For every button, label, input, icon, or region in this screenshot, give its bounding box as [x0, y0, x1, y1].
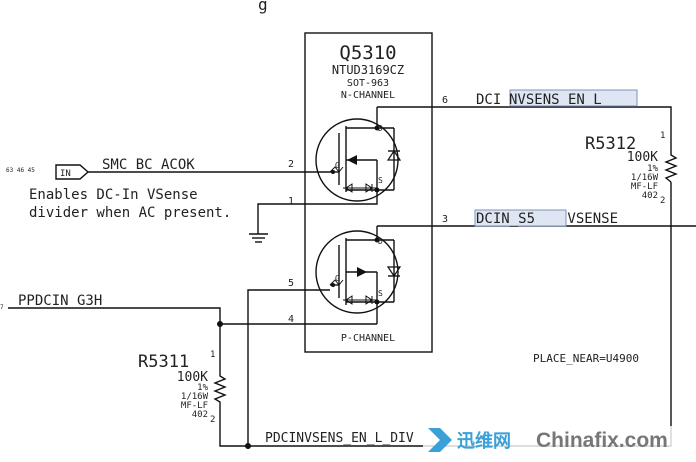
pmos-source-label: S [378, 289, 383, 298]
r5311-pin2: 2 [210, 415, 215, 425]
input-port: IN 63 46 45 [6, 164, 90, 180]
r5312-refdes: R5312 [585, 134, 636, 154]
comment-line-2: divider when AC present. [29, 205, 231, 221]
ic-nchannel-label: N-CHANNEL [341, 90, 395, 101]
net-ppdcin-g3h-label: PPDCIN_G3H [18, 293, 102, 309]
r5311-refdes: R5311 [138, 352, 189, 372]
ic-pchannel-label: P-CHANNEL [341, 333, 395, 344]
ic-body [304, 32, 433, 353]
r5312-type: MF-LF [631, 182, 658, 192]
resistor-r5311: R5311 1 100K 1% 1/16W MF-LF 402 2 [138, 350, 227, 425]
input-port-refs: 63 46 45 [6, 167, 35, 174]
net-pdcinvsens-div-label: PDCINVSENS_EN_L_DIV [265, 431, 414, 446]
ic-part-number: NTUD3169CZ [332, 63, 404, 77]
r5312-size: 402 [642, 191, 658, 201]
net-pmos-gate-wire [247, 289, 330, 446]
net-ppdcin-g3h-wire [8, 307, 221, 372]
net-highlight-dcinvsens [509, 89, 638, 107]
watermark-cn: 迅维网 [457, 430, 511, 452]
junction-r5311-top [217, 321, 223, 327]
r5311-power: 1/16W [181, 392, 209, 402]
net-dcinvsens-prefix: DCI [476, 92, 501, 108]
watermark-logo-icon [428, 428, 452, 452]
nmos-source-label: S [378, 176, 383, 185]
net-dcin-s5-suffix: VSENSE [559, 211, 618, 227]
gnd-wire [257, 190, 378, 234]
watermark-en: Chinafix.com [536, 429, 668, 452]
net-r5311-bottom-wire [219, 406, 248, 447]
nmos-symbol: D G S [315, 112, 402, 202]
ic-package: SOT-963 [347, 78, 389, 89]
pin-4-label: 4 [288, 314, 294, 325]
r5312-tolerance: 1% [647, 164, 658, 174]
pin-3-label: 3 [442, 214, 448, 225]
net-dcinvsens-en-l-wire [432, 106, 672, 152]
comment-line-1: Enables DC-In VSense [29, 187, 198, 203]
input-port-label: IN [60, 169, 71, 179]
r5311-pin1: 1 [210, 350, 215, 360]
net-smc-bc-acok-label: SMC_BC_ACOK [102, 157, 195, 173]
pmos-drain-label: D [378, 237, 383, 246]
left-port-ref: 7 [0, 304, 4, 311]
place-near-note: PLACE_NEAR=U4900 [533, 352, 639, 365]
pin-1-label: 1 [288, 196, 294, 207]
nmos-drain-label: D [378, 124, 383, 133]
pin-2-label: 2 [288, 159, 294, 170]
r5312-pin1: 1 [660, 131, 665, 141]
r5312-power: 1/16W [631, 173, 659, 183]
pmos-gate-label: G [335, 274, 340, 283]
r5311-size: 402 [192, 410, 208, 420]
net-dcinvsens-highlight: NVSENS_EN_L [509, 92, 602, 108]
watermark: 迅维网 Chinafix.com [423, 426, 696, 456]
r5311-value: 100K [177, 370, 208, 385]
ic-refdes: Q5310 [339, 42, 396, 64]
top-fragment-text: g [258, 0, 268, 14]
resistor-r5312: R5312 1 100K 1% 1/16W MF-LF 402 2 [585, 131, 678, 206]
pmos-symbol: D G S [315, 226, 402, 324]
r5312-pin2: 2 [660, 196, 665, 206]
r5311-tolerance: 1% [197, 383, 208, 393]
junction-bottom [245, 443, 251, 449]
r5311-type: MF-LF [181, 401, 208, 411]
pin-6-label: 6 [442, 95, 448, 106]
net-dcin-s5-highlight: DCIN_S5 [476, 211, 535, 227]
pin-5-label: 5 [288, 278, 294, 289]
r5312-value: 100K [627, 150, 658, 165]
net-highlight-dcin-s5 [474, 209, 567, 227]
nmos-gate-label: G [335, 161, 340, 170]
